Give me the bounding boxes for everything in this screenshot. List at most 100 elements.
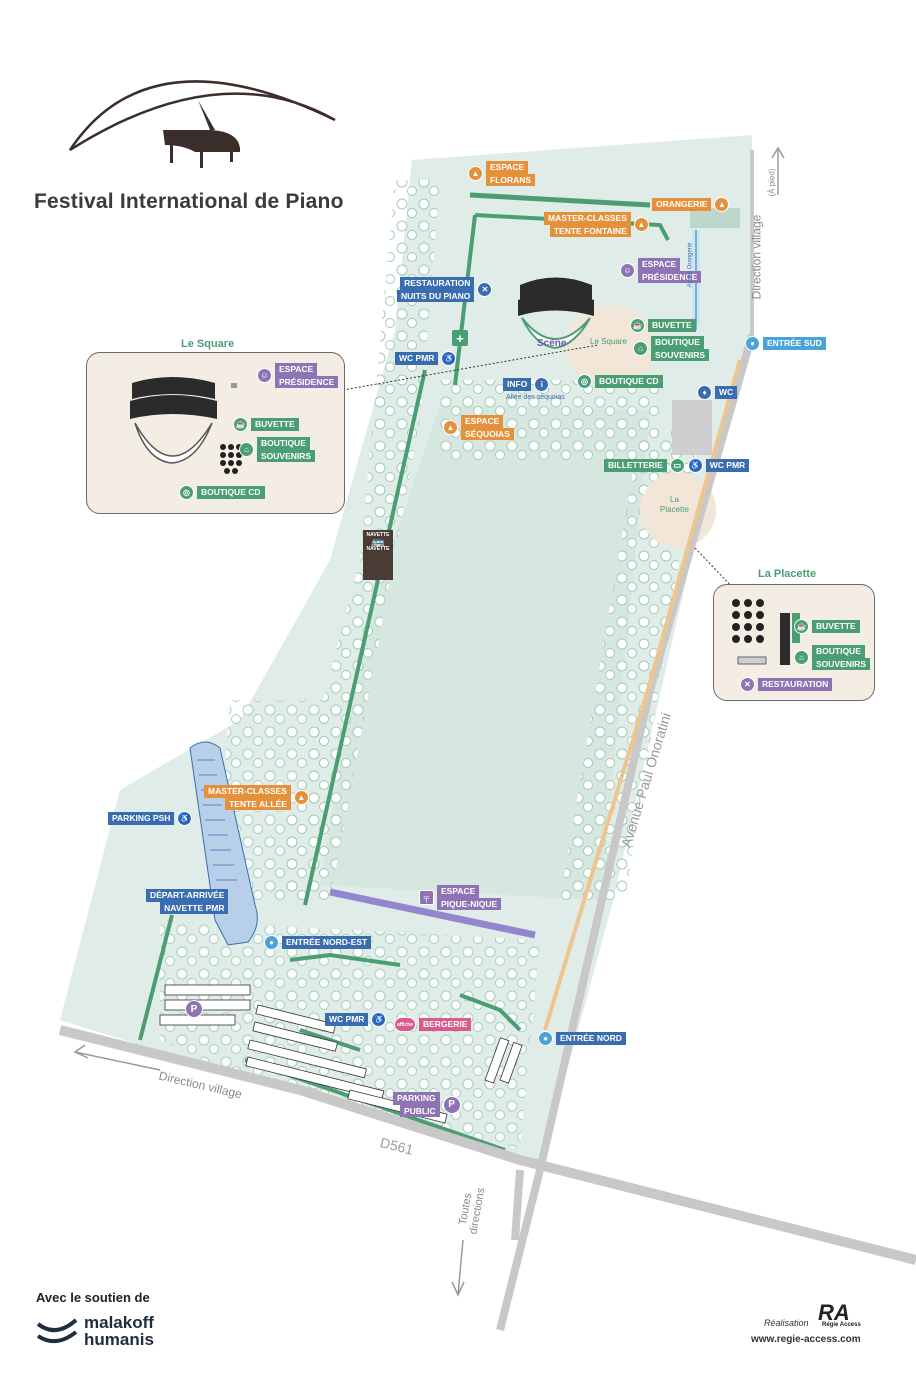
entrance-icon: ● xyxy=(264,935,279,950)
inset-placette-tables xyxy=(732,599,800,665)
curved-path-2 xyxy=(459,993,522,1032)
festival-title: Festival International de Piano xyxy=(34,190,344,213)
label-depart-navette[interactable]: DÉPART-ARRIVÉE NAVETTE PMR xyxy=(146,889,229,914)
drink-icon: ☕ xyxy=(233,417,248,432)
north-path xyxy=(469,192,651,208)
label-wc-pmr-south[interactable]: WC PMR ♿ xyxy=(325,1012,387,1027)
bus-icon: 🚌 xyxy=(371,536,385,548)
piano-icon xyxy=(163,100,240,168)
label-info[interactable]: INFO i xyxy=(503,377,550,392)
label-espace-pique-nique[interactable]: ╤ ESPACE PIQUE-NIQUE xyxy=(419,885,502,910)
presidence-icon: ☺ xyxy=(620,263,635,278)
first-aid-cross: + xyxy=(452,330,468,346)
realisation-text: Réalisation xyxy=(764,1318,809,1328)
inset-la-placette: ☕ BUVETTE ⌂ BOUTIQUE SOUVENIRS ✕ RESTAUR… xyxy=(713,584,875,701)
inset-placette-boutique[interactable]: ⌂ BOUTIQUE SOUVENIRS xyxy=(794,645,871,670)
label-parking-public[interactable]: PARKING PUBLIC P xyxy=(393,1092,461,1117)
shop-icon: ⌂ xyxy=(794,650,809,665)
inset-placette-title: La Placette xyxy=(758,568,817,580)
navette-sign-text: NAVETTE 🚌 NAVETTE xyxy=(366,532,390,552)
wheelchair-icon: ♿ xyxy=(687,458,703,473)
shop-icon: ⌂ xyxy=(239,442,254,457)
wheelchair-icon: ♿ xyxy=(177,811,193,826)
label-billetterie[interactable]: BILLETTERIE ▭ ♿ WC PMR xyxy=(604,458,750,473)
parking-icon: P xyxy=(185,1000,203,1018)
wheelchair-icon: ♿ xyxy=(441,351,457,366)
central-lawn xyxy=(320,405,650,900)
picnic-table-icon: ╤ xyxy=(419,890,434,905)
inset-le-square: ☺ ESPACE PRÉSIDENCE ☕ BUVETTE ⌂ BOUTIQUE… xyxy=(86,352,345,514)
label-entree-nord-est[interactable]: ● ENTRÉE NORD-EST xyxy=(264,935,372,950)
label-parking-psh[interactable]: PARKING PSH ♿ xyxy=(108,811,193,826)
square-plaza-label: Le Square xyxy=(590,337,627,346)
parking-north-sign[interactable]: P xyxy=(185,1000,203,1018)
regie-access-url[interactable]: www.regie-access.com xyxy=(751,1334,861,1345)
brand-line-1: malakoff xyxy=(84,1313,154,1332)
tree-belt-south xyxy=(160,920,540,1150)
label-entree-nord[interactable]: ● ENTRÉE NORD xyxy=(538,1031,626,1046)
inset-square-presidence[interactable]: ☺ ESPACE PRÉSIDENCE xyxy=(257,363,339,388)
entrance-icon: ● xyxy=(745,336,760,351)
tree-belt-north xyxy=(440,380,660,460)
cutlery-icon: ✕ xyxy=(477,282,493,297)
fontaine-path xyxy=(474,213,670,241)
tent-icon: ▲ xyxy=(293,790,309,805)
tent-icon: ▲ xyxy=(714,197,730,212)
malakoff-wave-icon xyxy=(36,1318,78,1344)
label-espace-florans[interactable]: ▲ ESPACE FLORANS xyxy=(468,161,536,186)
regie-access-sub: Régie Access xyxy=(822,1322,861,1328)
ticket-icon: ▭ xyxy=(669,458,685,473)
presidence-icon: ☺ xyxy=(257,368,272,383)
logo-arc xyxy=(68,80,336,152)
pique-nique-strip xyxy=(329,888,536,939)
entrance-icon: ● xyxy=(538,1031,553,1046)
drink-icon: ☕ xyxy=(630,318,645,333)
inset-square-stage xyxy=(130,377,237,464)
placette-plaza-label: La Placette xyxy=(660,495,689,514)
orangerie-building xyxy=(690,208,740,228)
malakoff-logo-mark xyxy=(36,1318,78,1351)
cutlery-icon: ✕ xyxy=(740,677,755,692)
regie-access-logo: RA xyxy=(818,1300,850,1325)
inset-square-boutique-souvenirs[interactable]: ⌂ BOUTIQUE SOUVENIRS xyxy=(239,437,316,462)
d561-road xyxy=(58,1025,916,1265)
label-wc-pmr-north[interactable]: WC PMR ♿ xyxy=(395,351,457,366)
drink-icon: ☕ xyxy=(794,619,809,634)
tent-icon: ▲ xyxy=(468,166,483,181)
southwest-path xyxy=(138,914,174,1041)
inset-placette-restauration[interactable]: ✕ RESTAURATION xyxy=(740,677,833,692)
inset-placette-buvette[interactable]: ☕ BUVETTE xyxy=(794,619,860,634)
label-boutique-cd[interactable]: ◎ BOUTIQUE CD xyxy=(577,374,663,389)
inset-square-buvette[interactable]: ☕ BUVETTE xyxy=(233,417,299,432)
avenue-road xyxy=(496,333,756,1331)
info-icon: i xyxy=(534,377,550,392)
shop-icon: ⌂ xyxy=(633,341,648,356)
label-boutique-souvenirs[interactable]: ⌂ BOUTIQUE SOUVENIRS xyxy=(633,336,710,361)
curved-path-1 xyxy=(289,952,401,967)
cd-icon: ◎ xyxy=(577,374,592,389)
label-espace-presidence[interactable]: ☺ ESPACE PRÉSIDENCE xyxy=(620,258,702,283)
label-buvette[interactable]: ☕ BUVETTE xyxy=(630,318,696,333)
long-west-path xyxy=(303,369,427,906)
label-master-classes-allee[interactable]: MASTER-CLASSES TENTE ALLÉE ▲ xyxy=(204,785,309,810)
inset-square-boutique-cd[interactable]: ◎ BOUTIQUE CD xyxy=(179,485,265,500)
curved-path-3 xyxy=(299,1028,361,1052)
label-entree-sud[interactable]: ● ENTRÉE SUD xyxy=(745,336,826,351)
allee-sequoias-label: Allée des séquoias xyxy=(506,394,565,401)
label-espace-sequoias[interactable]: ▲ ESPACE SÉQUOIAS xyxy=(443,415,514,440)
label-restauration-nuits[interactable]: RESTAURATION NUITS DU PIANO ✕ xyxy=(397,277,493,302)
stage xyxy=(518,277,594,350)
direction-village-top: Direction village xyxy=(749,214,764,300)
parking-icon: P xyxy=(442,1095,461,1114)
cross-icon: + xyxy=(452,330,468,346)
label-wc[interactable]: ♦ WC xyxy=(697,385,738,400)
brand-line-2: humanis xyxy=(84,1330,154,1349)
inset-square-title: Le Square xyxy=(181,338,235,350)
arrow-west xyxy=(73,1044,89,1059)
tent-icon: ▲ xyxy=(443,420,458,435)
tree-belt-east xyxy=(560,430,700,900)
label-bergerie[interactable]: affiche BERGERIE xyxy=(394,1017,472,1032)
label-master-classes-fontaine[interactable]: MASTER-CLASSES TENTE FONTAINE ▲ xyxy=(544,212,649,237)
support-text: Avec le soutien de xyxy=(36,1290,150,1305)
label-orangerie[interactable]: ORANGERIE ▲ xyxy=(652,197,730,212)
